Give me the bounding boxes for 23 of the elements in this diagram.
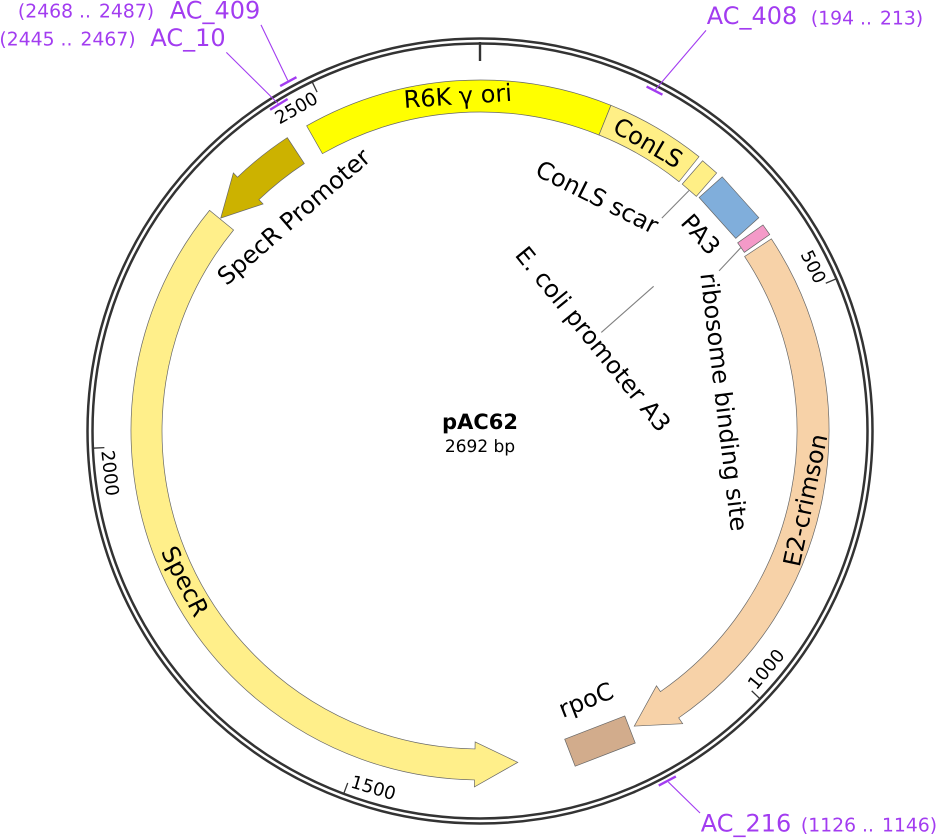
- plasmid-name: pAC62: [444, 413, 516, 434]
- feature-label: ribosome binding site: [700, 274, 746, 530]
- feature-label: rpoC: [560, 682, 614, 718]
- primer-label: AC_409: [170, 0, 259, 24]
- tick-label: 500: [801, 250, 826, 282]
- range-label: (2468 .. 2487): [20, 3, 152, 20]
- primer-mark: [658, 775, 676, 787]
- primer-mark: [280, 76, 298, 88]
- leader-line: [661, 190, 690, 218]
- plasmid-size: 2692 bp: [446, 439, 514, 456]
- leader-line: [668, 782, 700, 814]
- feature-block: [682, 160, 718, 197]
- leader-line: [600, 286, 654, 333]
- primer-label: AC_408: [706, 6, 796, 30]
- primer-label: AC_216: [700, 814, 790, 838]
- range-label: (194 .. 213): [812, 10, 922, 27]
- leader-line: [718, 247, 742, 272]
- primer-mark: [646, 85, 664, 96]
- leader-line: [260, 24, 288, 81]
- range-label: (1126 .. 1146): [802, 817, 936, 834]
- range-label: (2445 .. 2467): [1, 31, 134, 48]
- primer-label: AC_10: [150, 28, 224, 52]
- feature-block: [737, 224, 770, 253]
